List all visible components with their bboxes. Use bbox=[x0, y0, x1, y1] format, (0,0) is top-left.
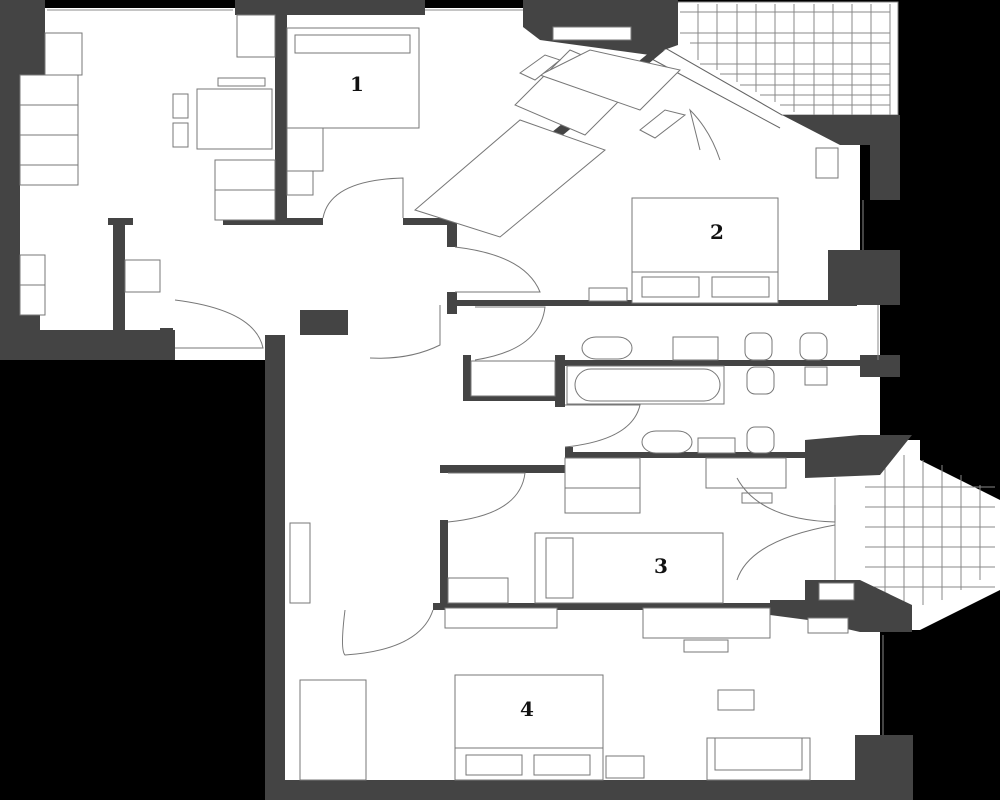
room-label-1: 1 bbox=[350, 72, 364, 96]
windows bbox=[47, 9, 884, 735]
doors bbox=[174, 108, 836, 656]
room-label-2: 2 bbox=[710, 220, 724, 244]
room-label-3: 3 bbox=[654, 554, 668, 578]
furniture bbox=[19, 14, 855, 781]
room-label-4: 4 bbox=[520, 697, 534, 721]
balcony-right-tiles bbox=[865, 455, 995, 615]
